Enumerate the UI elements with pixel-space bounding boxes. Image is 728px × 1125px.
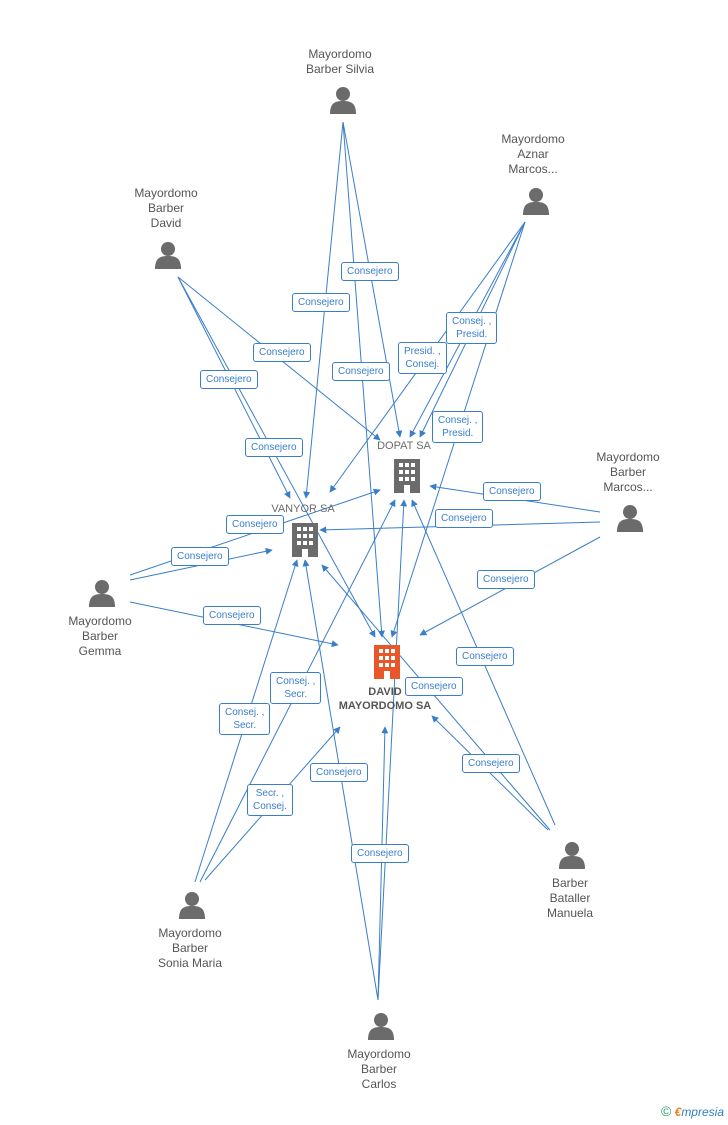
edge-label: Consejero	[253, 343, 311, 362]
person-icon[interactable]	[89, 580, 115, 607]
person-icon[interactable]	[559, 842, 585, 869]
copyright-icon: ©	[660, 1103, 672, 1119]
edge-label: Consejero	[456, 647, 514, 666]
edge-line	[377, 499, 408, 1001]
edge-line	[177, 276, 376, 638]
edge-label: Consejero	[435, 509, 493, 528]
edge-label: Consejero	[245, 438, 303, 457]
edge-label: Secr. , Consej.	[247, 784, 293, 816]
person-label-carlos[interactable]: Mayordomo Barber Carlos	[347, 1047, 411, 1091]
edge-label: Consejero	[226, 515, 284, 534]
edge-label: Consejero	[341, 262, 399, 281]
person-label-manuela[interactable]: Barber Bataller Manuela	[546, 876, 594, 920]
person-icon[interactable]	[330, 87, 356, 114]
person-label-marcos[interactable]: Mayordomo Barber Marcos...	[596, 450, 660, 494]
person-label-gemma[interactable]: Mayordomo Barber Gemma	[68, 614, 132, 658]
edge-label: Consejero	[332, 362, 390, 381]
company-label-davidsa[interactable]: DAVID MAYORDOMO SA	[338, 686, 432, 712]
empresia-logo: © €mpresia	[661, 1103, 724, 1119]
edge-label: Consej. , Presid.	[446, 312, 498, 344]
edge-label: Consejero	[477, 570, 535, 589]
edge-label: Consej. , Secr.	[219, 703, 271, 735]
edge-label: Consejero	[351, 844, 409, 863]
person-label-david[interactable]: Mayordomo Barber David	[134, 186, 198, 230]
person-icon[interactable]	[368, 1013, 394, 1040]
brand-name: mpresia	[681, 1105, 724, 1119]
edge-line	[321, 564, 551, 831]
main-company-icon[interactable]	[374, 645, 400, 679]
edge-label: Consejero	[462, 754, 520, 773]
person-icon[interactable]	[179, 892, 205, 919]
edge-label: Consejero	[405, 677, 463, 696]
person-label-sonia[interactable]: Mayordomo Barber Sonia Maria	[157, 926, 223, 970]
edge-label: Consejero	[171, 547, 229, 566]
edge-line	[377, 726, 389, 1001]
person-icon[interactable]	[523, 188, 549, 215]
company-label-vanyor[interactable]: VANYOR SA	[271, 503, 335, 515]
person-icon[interactable]	[617, 505, 643, 532]
company-icon[interactable]	[394, 459, 420, 493]
edge-line	[431, 715, 549, 831]
edge-label: Consejero	[200, 370, 258, 389]
company-icon[interactable]	[292, 523, 318, 557]
brand-e: €	[674, 1105, 682, 1119]
person-label-aznar[interactable]: Mayordomo Aznar Marcos...	[501, 132, 565, 176]
edge-label: Consejero	[203, 606, 261, 625]
company-label-dopat[interactable]: DOPAT SA	[377, 440, 431, 452]
edge-label: Consej. , Presid.	[432, 411, 484, 443]
edge-label: Consejero	[292, 293, 350, 312]
edge-label: Consej. , Secr.	[270, 672, 322, 704]
edge-label: Presid. , Consej.	[398, 342, 447, 374]
edge-label: Consejero	[310, 763, 368, 782]
person-label-silvia[interactable]: Mayordomo Barber Silvia	[305, 47, 375, 76]
person-icon[interactable]	[155, 242, 181, 269]
edge-label: Consejero	[483, 482, 541, 501]
